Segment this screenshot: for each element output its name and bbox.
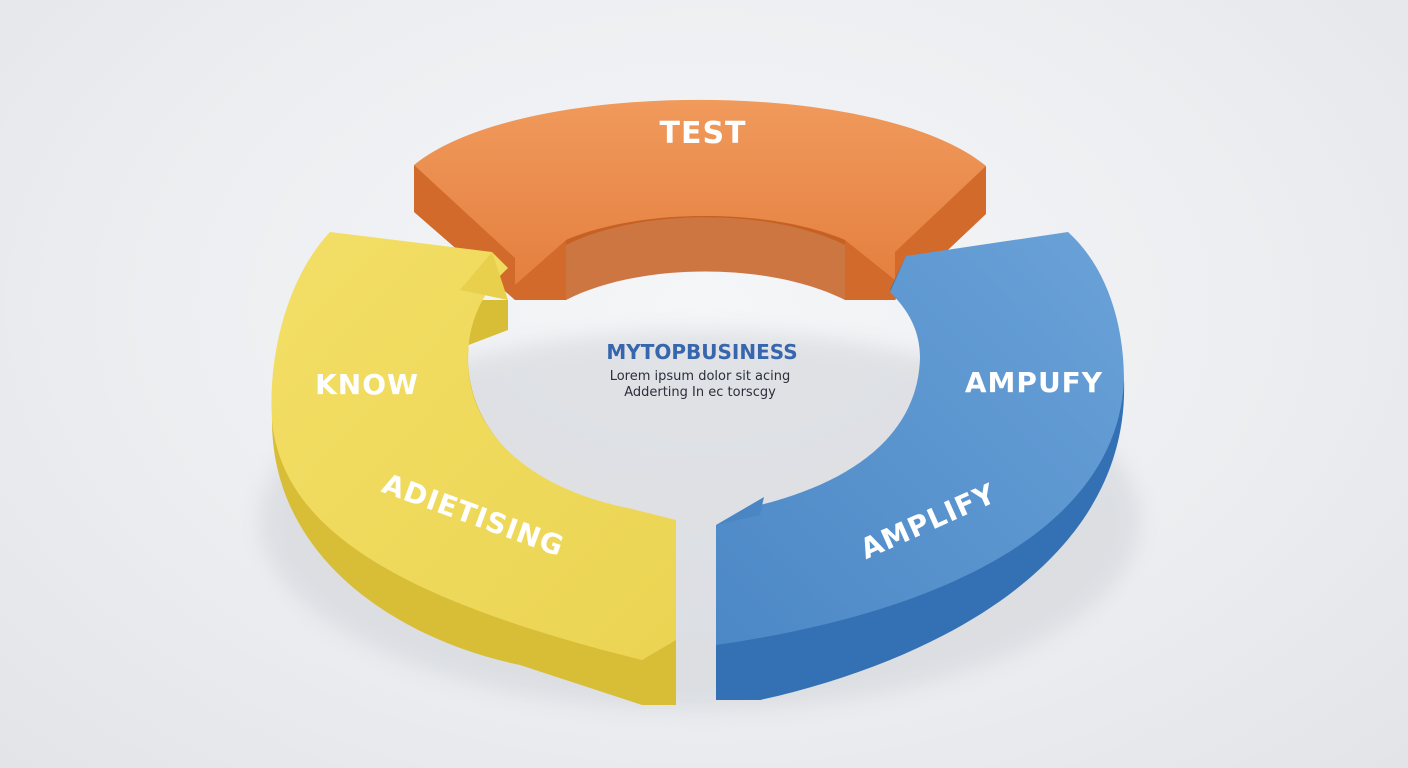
segment-test-label: TEST: [659, 116, 746, 151]
center-line-2: Adderting In ec torscgy: [624, 385, 776, 400]
center-line-1: Lorem ipsum dolor sit acing: [610, 369, 791, 384]
segment-amplify-label: AMPUFY: [965, 366, 1103, 399]
segment-test-top: [414, 99, 986, 285]
segment-test: TEST: [414, 99, 986, 300]
center-caption: MYTOPBUSINESS Lorem ipsum dolor sit acin…: [606, 340, 797, 400]
segment-amplify-arrow: [716, 497, 764, 525]
segment-know-arrow: [460, 252, 508, 300]
segment-know-label: KNOW: [315, 368, 419, 401]
center-title: MYTOPBUSINESS: [606, 340, 797, 364]
segment-test-inner-wall: [566, 216, 845, 300]
segment-know-top: [271, 232, 676, 660]
segment-amplify: AMPUFY AMPLIFY: [716, 232, 1125, 700]
segment-know: KNOW ADIETISING: [271, 232, 676, 705]
segment-amplify-top: [716, 232, 1124, 645]
